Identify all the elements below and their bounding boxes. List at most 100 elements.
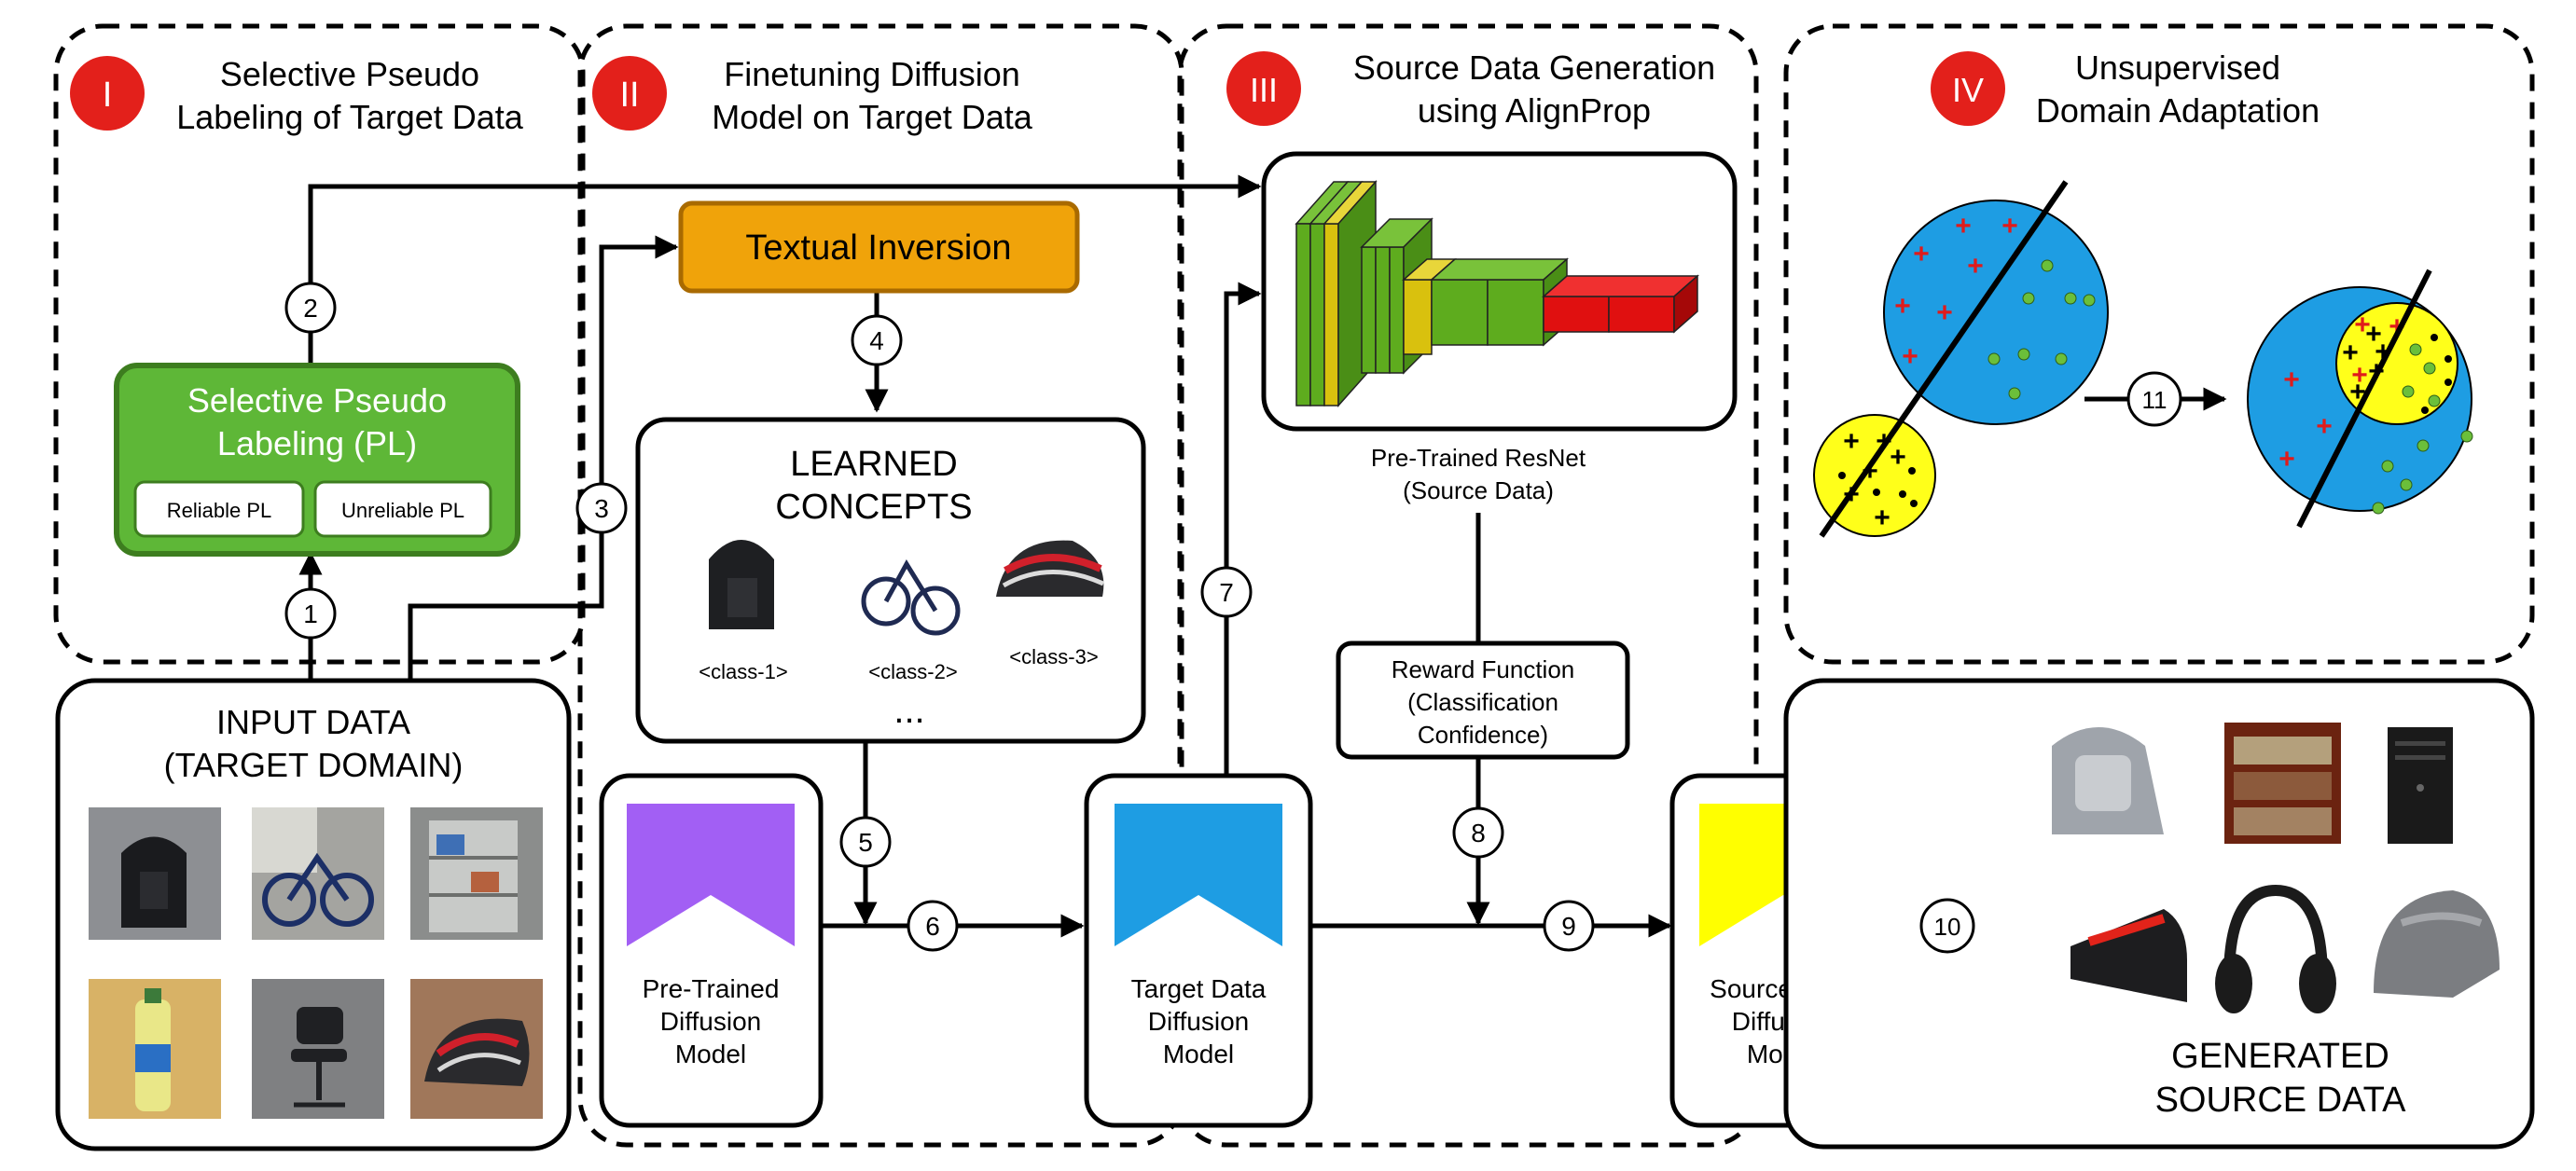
pretrained-diffusion-model: Pre-Trained Diffusion Model [599, 773, 824, 1128]
pl-title-line1: Selective Pseudo [187, 381, 447, 420]
class-2-label: <class-2> [868, 660, 957, 683]
helmet-render [2374, 890, 2500, 998]
svg-text:+: + [2365, 319, 2382, 350]
bowtie-shape [627, 804, 795, 946]
bookshelf-render [2224, 723, 2341, 844]
step-1-marker: 1 [284, 587, 337, 640]
computer-render [2388, 727, 2453, 844]
reliable-pl-box [133, 480, 305, 538]
headphones-render [2215, 884, 2336, 1013]
section-1-header: I Selective Pseudo Labeling of Target Da… [70, 55, 524, 136]
learned-concepts-title-line1: LEARNED [790, 445, 958, 484]
section-title-line1: Finetuning Diffusion [724, 55, 1020, 93]
pretrained-line2: Diffusion [660, 1007, 761, 1036]
target-line1: Target Data [1131, 974, 1267, 1003]
black-plus-markers: +++ ++ [2342, 319, 2391, 407]
target-diffusion-model: Target Data Diffusion Model [1084, 773, 1313, 1128]
numeral-label: I [103, 76, 113, 115]
bowtie-shape [1115, 804, 1282, 946]
unreliable-pl-box [313, 480, 492, 538]
svg-text:+: + [1874, 503, 1890, 533]
svg-text:+: + [2354, 310, 2371, 340]
green-dot-markers [2372, 343, 2473, 515]
unreliable-pl-label: Unreliable PL [341, 499, 464, 522]
svg-text:6: 6 [925, 912, 940, 941]
concept-backpack-image [709, 540, 774, 629]
arrow-3 [408, 235, 679, 681]
svg-text:+: + [2316, 411, 2333, 442]
input-data-box: INPUT DATA (TARGET DOMAIN) [55, 678, 572, 1151]
pl-title-line2: Labeling (PL) [217, 424, 417, 462]
red-plus-markers: +++ +++ [2278, 310, 2405, 475]
section-2-header: II Finetuning Diffusion Model on Target … [592, 55, 1033, 136]
svg-text:+: + [2278, 444, 2295, 475]
svg-text:10: 10 [1934, 913, 1961, 941]
svg-text:2: 2 [303, 294, 318, 323]
textual-inversion-box: Textual Inversion [678, 200, 1080, 294]
svg-text:+: + [1913, 239, 1930, 269]
section-title-line2: Labeling of Target Data [176, 98, 524, 136]
resnet-box: Pre-Trained ResNet (Source Data) [1261, 151, 1738, 504]
red-plus-markers: +++ +++ + [1894, 211, 2018, 372]
decision-boundary [2296, 269, 2432, 529]
numeral-badge [70, 56, 145, 131]
step-6-marker: 6 [907, 900, 959, 952]
svg-text:1: 1 [303, 599, 318, 628]
input-data-title-line1: INPUT DATA [216, 703, 410, 741]
target-line3: Model [1163, 1040, 1234, 1068]
numeral-label: IV [1952, 71, 1984, 109]
textual-inversion-label: Textual Inversion [745, 228, 1011, 268]
reward-function-frame [1336, 641, 1630, 760]
section-3-header: III Source Data Generation using AlignPr… [1226, 48, 1715, 130]
reward-line3: Confidence) [1418, 721, 1548, 749]
green-dot-markers [1987, 259, 2096, 400]
input-data-title-line2: (TARGET DOMAIN) [164, 746, 464, 784]
source-domain-circle [1883, 200, 2109, 425]
bookshelf-photo [410, 807, 543, 940]
svg-text:+: + [1955, 211, 1972, 241]
svg-text:+: + [1890, 442, 1906, 473]
learned-concepts-title-line2: CONCEPTS [775, 488, 972, 527]
step-3-marker: 3 [575, 482, 628, 534]
step-5-marker: 5 [839, 816, 892, 868]
svg-text:+: + [2389, 311, 2405, 342]
svg-text:+: + [2342, 338, 2359, 368]
black-dot-markers [1838, 467, 1918, 507]
learned-concepts-box: LEARNED CONCEPTS <class-1> <class-2> <cl… [635, 417, 1146, 744]
svg-text:8: 8 [1471, 819, 1486, 847]
numeral-label: III [1250, 71, 1278, 109]
svg-text:+: + [1843, 426, 1860, 457]
class-1-label: <class-1> [699, 660, 787, 683]
step-7-marker: 7 [1200, 566, 1253, 618]
section-title-line1: Unsupervised [2075, 48, 2280, 87]
helmet-photo [410, 979, 543, 1119]
svg-text:9: 9 [1561, 912, 1576, 941]
svg-text:+: + [1967, 251, 1984, 282]
svg-text:+: + [1894, 291, 1911, 322]
svg-text:+: + [1936, 297, 1953, 328]
reward-line2: (Classification [1407, 688, 1558, 716]
concept-bicycle-image [861, 559, 961, 636]
generated-title-line1: GENERATED [2171, 1037, 2389, 1076]
pretrained-line3: Model [675, 1040, 746, 1068]
textual-inversion-frame [678, 200, 1080, 294]
bottle-photo [89, 979, 221, 1119]
section-title-line2: Model on Target Data [712, 98, 1033, 136]
section-title-line2: Domain Adaptation [2036, 91, 2320, 130]
reward-line1: Reward Function [1392, 655, 1575, 683]
svg-text:+: + [2351, 360, 2368, 391]
numeral-badge [1226, 51, 1301, 126]
reward-function-box: Reward Function (Classification Confiden… [1336, 641, 1630, 760]
step-9-marker: 9 [1543, 900, 1595, 952]
step-10-marker: 10 [1919, 898, 1975, 954]
generated-title-line2: SOURCE DATA [2155, 1081, 2406, 1120]
svg-text:+: + [2001, 211, 2018, 241]
svg-text:5: 5 [858, 828, 873, 857]
backpack-render [2052, 727, 2164, 834]
step-2-marker: 2 [284, 282, 337, 334]
class-3-label: <class-3> [1009, 645, 1098, 668]
numeral-badge [1931, 51, 2005, 126]
svg-text:7: 7 [1219, 578, 1234, 607]
step-8-marker: 8 [1452, 806, 1504, 859]
svg-text:+: + [2283, 365, 2300, 395]
